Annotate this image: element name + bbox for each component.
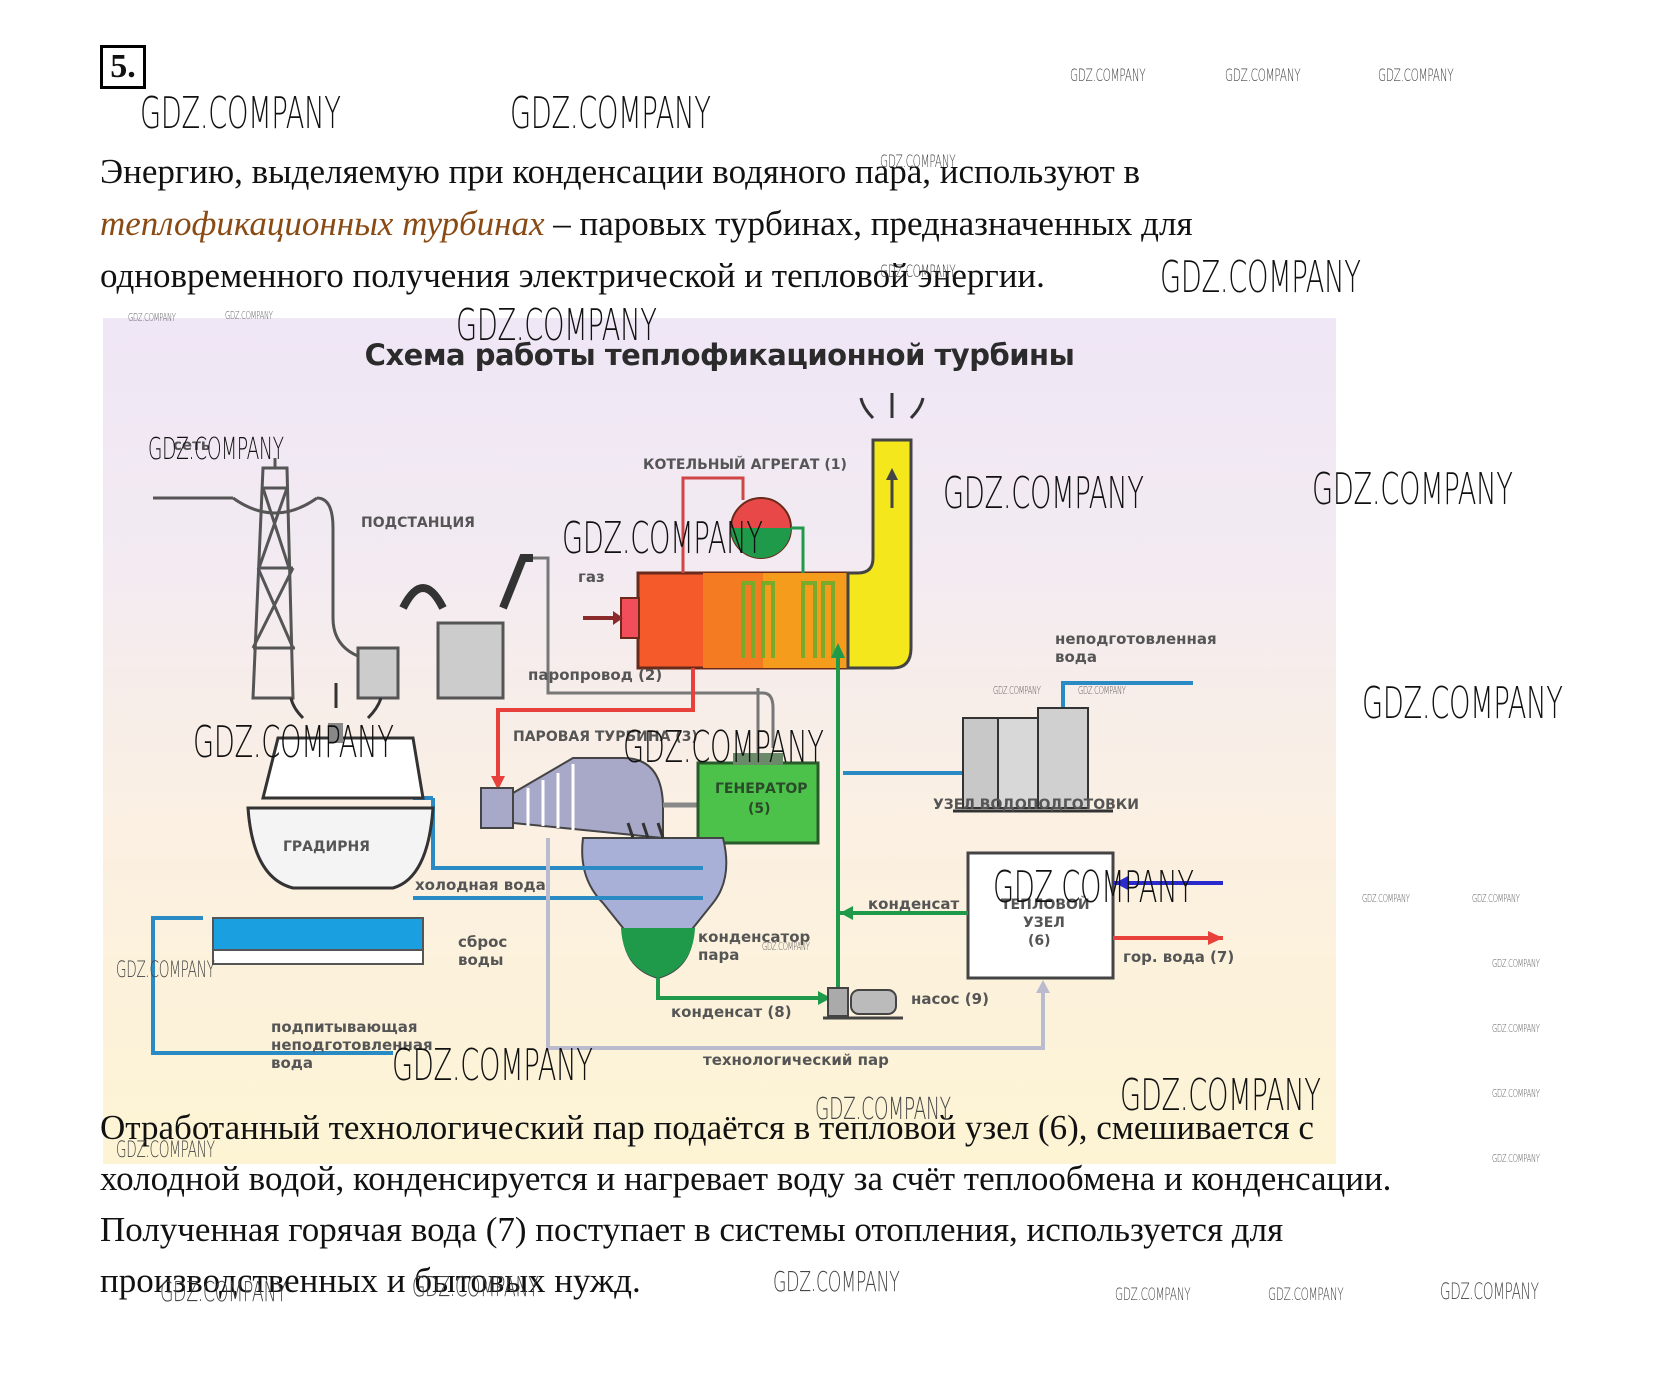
label-raw-water: неподготовленная bbox=[1055, 630, 1217, 648]
watermark: GDZ.COMPANY bbox=[392, 1040, 593, 1091]
watermark: GDZ.COMPANY bbox=[1492, 1022, 1540, 1035]
label-water-discharge: сброс bbox=[458, 933, 508, 951]
label-hot-water: гор. вода (7) bbox=[1123, 948, 1235, 966]
watermark: GDZ.COMPANY bbox=[1070, 66, 1146, 86]
watermark: GDZ.COMPANY bbox=[993, 684, 1041, 697]
label-process-steam: технологический пар bbox=[703, 1051, 889, 1069]
label-generator: ГЕНЕРАТОР bbox=[715, 781, 808, 797]
outro-line-3: Полученная горячая вода (7) поступает в … bbox=[100, 1210, 1284, 1249]
outro-line-1: Отработанный технологический пар подаётс… bbox=[100, 1108, 1314, 1147]
watermark: GDZ.COMPANY bbox=[1115, 1285, 1191, 1305]
label-steam-turbine: ПАРОВАЯ ТУРБИНА (3) bbox=[513, 729, 698, 745]
watermark: GDZ.COMPANY bbox=[1120, 1070, 1321, 1121]
label-water-discharge-2: воды bbox=[458, 951, 504, 969]
watermark: GDZ.COMPANY bbox=[193, 717, 394, 768]
label-gas: газ bbox=[578, 568, 605, 586]
boiler-icon bbox=[583, 476, 850, 670]
term-heating-turbines: теплофикационных турбинах bbox=[100, 204, 545, 243]
watermark: GDZ.COMPANY bbox=[1160, 252, 1361, 303]
steam-line bbox=[496, 668, 695, 783]
cooling-tower-icon bbox=[212, 683, 435, 965]
heating-turbine-diagram: Схема работы теплофикационной турбины се… bbox=[103, 318, 1336, 1164]
label-steam-line: паропровод (2) bbox=[528, 666, 663, 684]
steam-condenser-icon bbox=[581, 822, 728, 980]
watermark: GDZ.COMPANY bbox=[1472, 892, 1520, 905]
generator-icon bbox=[696, 688, 820, 845]
watermark: GDZ.COMPANY bbox=[1225, 66, 1301, 86]
watermark: GDZ.COMPANY bbox=[148, 432, 284, 467]
watermark: GDZ.COMPANY bbox=[562, 513, 763, 564]
outro-line-2: холодной водой, конденсируется и нагрева… bbox=[100, 1159, 1392, 1198]
outro-line-4: производственных и бытовых нужд. bbox=[100, 1261, 641, 1300]
label-makeup-water: подпитывающая bbox=[271, 1018, 418, 1036]
watermark: GDZ.COMPANY bbox=[773, 1265, 900, 1298]
watermark: GDZ.COMPANY bbox=[1492, 1087, 1540, 1100]
watermark: GDZ.COMPANY bbox=[1362, 678, 1563, 729]
watermark: GDZ.COMPANY bbox=[140, 88, 341, 139]
watermark: GDZ.COMPANY bbox=[762, 940, 810, 953]
watermark: GDZ.COMPANY bbox=[116, 958, 215, 983]
watermark: GDZ.COMPANY bbox=[116, 1138, 215, 1163]
watermark: GDZ.COMPANY bbox=[1268, 1285, 1344, 1305]
label-steam-condenser-2: пара bbox=[698, 946, 740, 964]
intro-line-3: одновременного получения электрической и… bbox=[100, 256, 1045, 295]
label-substation: ПОДСТАНЦИЯ bbox=[361, 515, 475, 531]
watermark: GDZ.COMPANY bbox=[1078, 684, 1126, 697]
intro-line-1: Энергию, выделяемую при конденсации водя… bbox=[100, 152, 1141, 191]
task-number: 5. bbox=[100, 45, 146, 89]
watermark: GDZ.COMPANY bbox=[815, 1092, 951, 1127]
watermark: GDZ.COMPANY bbox=[225, 309, 273, 322]
watermark: GDZ.COMPANY bbox=[993, 862, 1194, 913]
intro-line-2-rest: – паровых турбинах, предназначенных для bbox=[544, 204, 1193, 243]
label-cold-water: холодная вода bbox=[415, 876, 546, 894]
watermark: GDZ.COMPANY bbox=[1312, 464, 1513, 515]
label-steam-condenser: конденсатор bbox=[698, 928, 811, 946]
label-heat-node-3: (6) bbox=[1028, 933, 1051, 949]
power-tower-icon bbox=[153, 458, 364, 700]
process-steam-line bbox=[546, 838, 1045, 1050]
heat-node-box bbox=[966, 851, 1115, 980]
pump-icon bbox=[823, 987, 903, 1020]
chimney-icon bbox=[846, 393, 925, 670]
watermark: GDZ.COMPANY bbox=[880, 152, 956, 172]
steam-arrow-icon bbox=[491, 776, 505, 790]
watermark: GDZ.COMPANY bbox=[456, 300, 657, 351]
watermark: GDZ.COMPANY bbox=[943, 468, 1144, 519]
label-heat-node: ТЕПЛОВОЙ bbox=[1001, 897, 1090, 913]
watermark: GDZ.COMPANY bbox=[412, 1270, 539, 1303]
label-condensate-top: конденсат bbox=[868, 895, 960, 913]
cold-water-lines bbox=[151, 681, 1193, 1055]
label-heat-node-2: УЗЕЛ bbox=[1023, 915, 1065, 931]
water-treatment-tanks-icon bbox=[953, 707, 1113, 813]
label-generator-num: (5) bbox=[748, 801, 771, 817]
watermark: GDZ.COMPANY bbox=[623, 722, 824, 773]
label-makeup-water-3: вода bbox=[271, 1054, 314, 1072]
substation-icon bbox=[356, 554, 775, 748]
intro-line-2: теплофикационных турбинах – паровых турб… bbox=[100, 197, 1193, 251]
label-raw-water-2: вода bbox=[1055, 648, 1098, 666]
label-condensate-bottom: конденсат (8) bbox=[671, 1003, 792, 1021]
label-water-treatment: УЗЕЛ ВОДОПОДГОТОВКИ bbox=[933, 797, 1139, 813]
watermark: GDZ.COMPANY bbox=[510, 88, 711, 139]
watermark: GDZ.COMPANY bbox=[128, 311, 176, 324]
diagram-graphics bbox=[151, 393, 1223, 1055]
watermark: GDZ.COMPANY bbox=[1378, 66, 1454, 86]
label-cooling-tower: ГРАДИРНЯ bbox=[283, 839, 370, 855]
watermark: GDZ.COMPANY bbox=[1492, 1152, 1540, 1165]
condensate-lines bbox=[656, 648, 968, 1000]
watermark: GDZ.COMPANY bbox=[160, 1275, 287, 1308]
label-pump: насос (9) bbox=[911, 990, 989, 1008]
label-grid: сеть bbox=[173, 436, 211, 454]
watermark: GDZ.COMPANY bbox=[880, 262, 956, 282]
watermark: GDZ.COMPANY bbox=[1362, 892, 1410, 905]
label-makeup-water-2: неподготовленная bbox=[271, 1036, 433, 1054]
watermark: GDZ.COMPANY bbox=[1492, 957, 1540, 970]
steam-turbine-icon bbox=[480, 757, 703, 840]
label-boiler: КОТЕЛЬНЫЙ АГРЕГАТ (1) bbox=[643, 457, 847, 473]
watermark: GDZ.COMPANY bbox=[1440, 1280, 1539, 1305]
diagram-title: Схема работы теплофикационной турбины bbox=[364, 338, 1075, 372]
